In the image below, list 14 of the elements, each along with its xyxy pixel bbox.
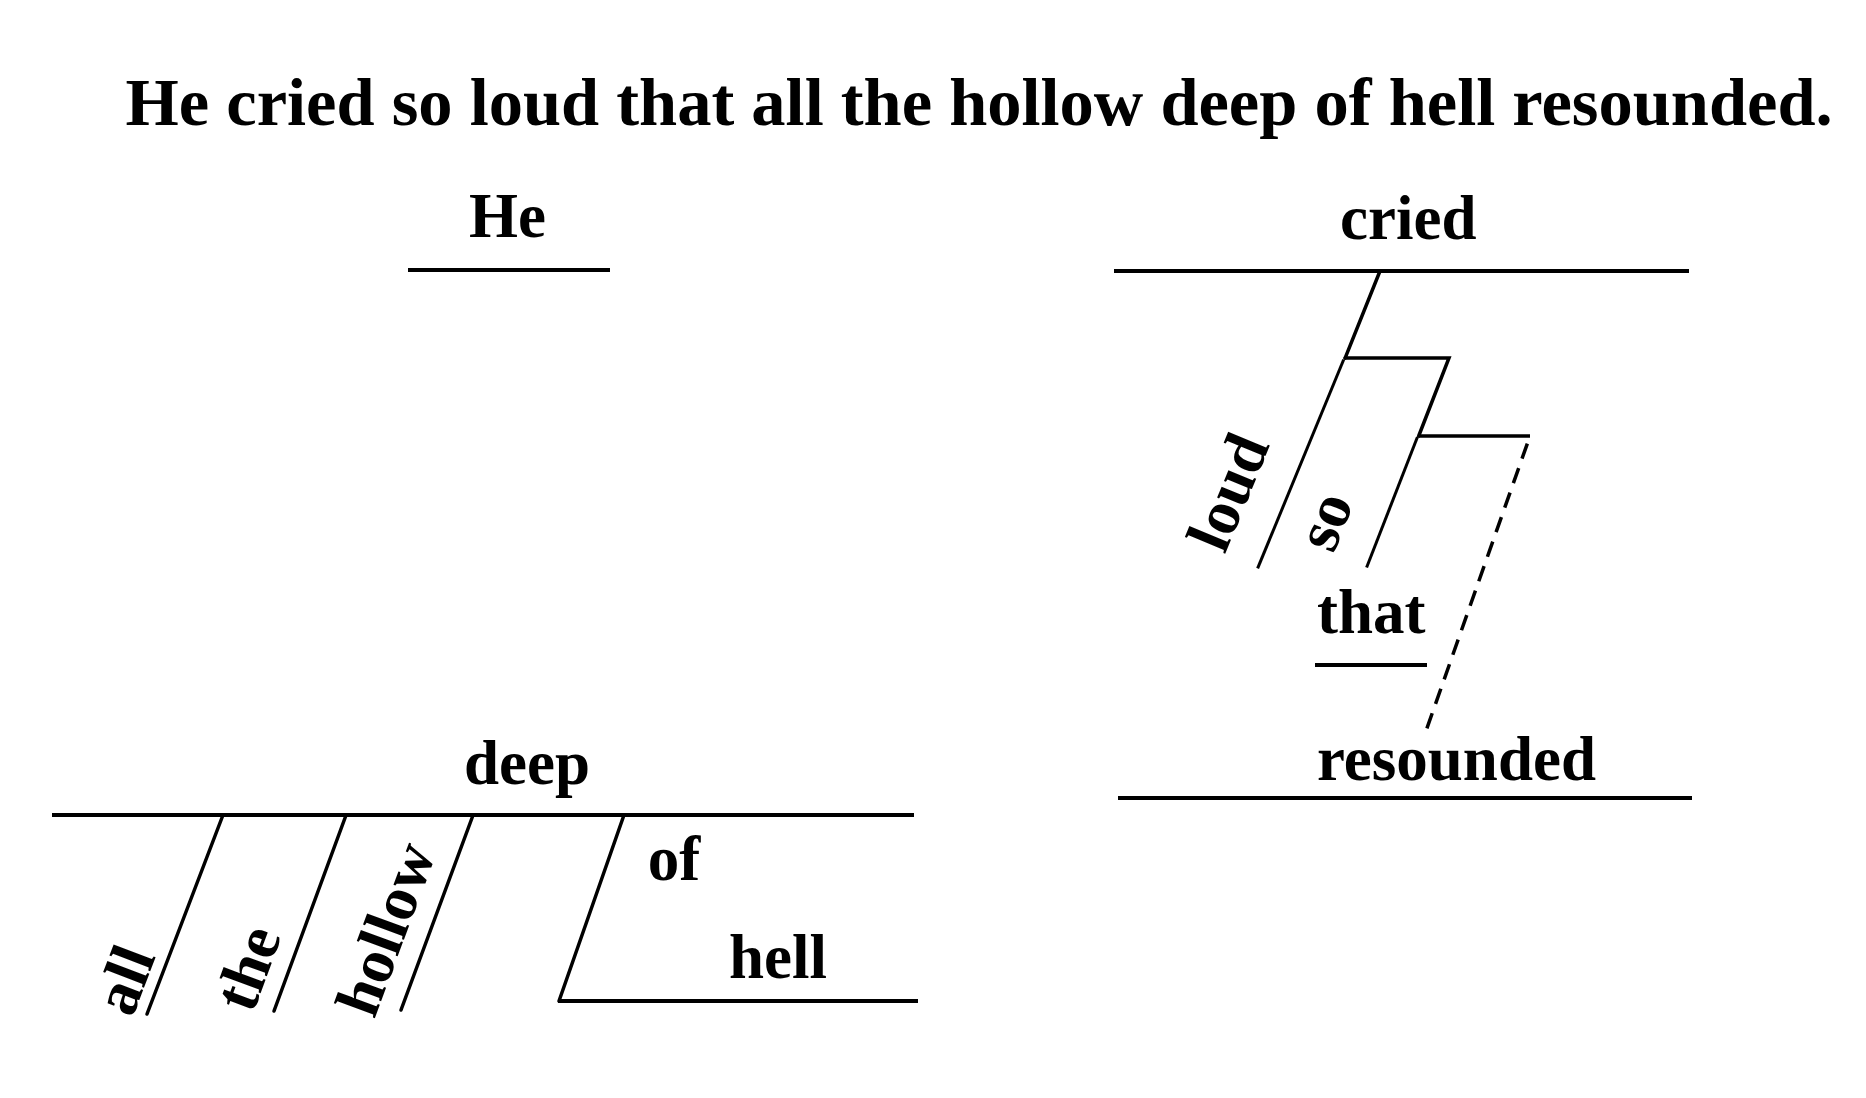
bent-line [1343,356,1452,438]
slanted-word: the [203,917,293,1019]
word-on-slanted-line: so [1285,405,1419,568]
word-on-line: hell [558,926,918,1003]
word-on-line: deep [52,732,914,817]
dashed-line [1418,434,1533,729]
word-on-line: cried [1114,187,1689,273]
slanted-word: all [83,937,167,1023]
word-on-line: He [408,185,610,272]
heading: He cried so loud that all the hollow deep of hell resounded. [125,67,1833,137]
edge-label: of [647,827,701,891]
slanted-word: hollow [325,834,447,1024]
word-on-line: resounded [1118,728,1692,800]
word-on-line: that [1315,581,1427,667]
